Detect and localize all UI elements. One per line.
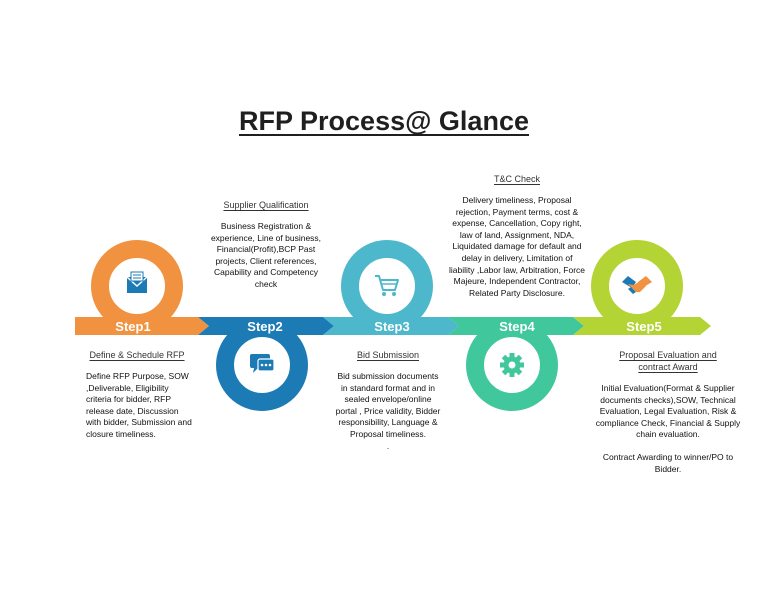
- step1-label: Step1: [115, 319, 150, 334]
- step5-text: Initial Evaluation(Format & Supplier doc…: [595, 383, 741, 440]
- step4-label: Step4: [499, 319, 535, 334]
- step5-arrow: [573, 317, 711, 335]
- step1-arrow: [75, 317, 209, 335]
- step1-heading: Define & Schedule RFP: [89, 350, 185, 360]
- mail-icon: [126, 271, 148, 293]
- step5-label: Step5: [626, 319, 661, 334]
- step2-arrow: [198, 317, 334, 335]
- step1-text: Define RFP Purpose, SOW ,Deliverable, El…: [86, 371, 192, 439]
- gear-icon: [500, 353, 524, 377]
- chat-icon: [250, 354, 275, 373]
- page-title-text: RFP Process@ Glance: [239, 106, 529, 136]
- step1-description: Define & Schedule RFP Define RFP Purpose…: [82, 349, 192, 441]
- step2-heading: Supplier Qualification: [223, 200, 309, 210]
- step5-text2: Contract Awarding to winner/PO to Bidder…: [602, 451, 734, 474]
- step3-label: Step3: [374, 319, 409, 334]
- step2-text: Business Registration & experience, Line…: [210, 221, 322, 289]
- page-title: RFP Process@ Glance: [0, 106, 768, 137]
- step3-description: Bid Submission Bid submission documents …: [335, 349, 441, 452]
- step3-arrow: [323, 317, 459, 335]
- cart-icon: [375, 275, 399, 296]
- step3-heading: Bid Submission: [356, 350, 420, 360]
- step2-description: Supplier Qualification Business Registra…: [210, 199, 322, 291]
- step2-label: Step2: [247, 319, 282, 334]
- step5-description: Proposal Evaluation and contract Award I…: [588, 349, 748, 475]
- step4-arrow: [448, 317, 584, 335]
- step4-text: Delivery timeliness, Proposal rejection,…: [448, 195, 586, 298]
- step4-description: T&C Check Delivery timeliness, Proposal …: [448, 173, 586, 299]
- step3-text: Bid submission documents in standard for…: [335, 371, 441, 439]
- step5-heading: Proposal Evaluation and contract Award: [619, 350, 717, 372]
- step3-extra: .: [386, 440, 390, 451]
- step3-ring: [341, 240, 433, 332]
- step4-heading: T&C Check: [493, 174, 540, 184]
- handshake-icon: [622, 276, 652, 294]
